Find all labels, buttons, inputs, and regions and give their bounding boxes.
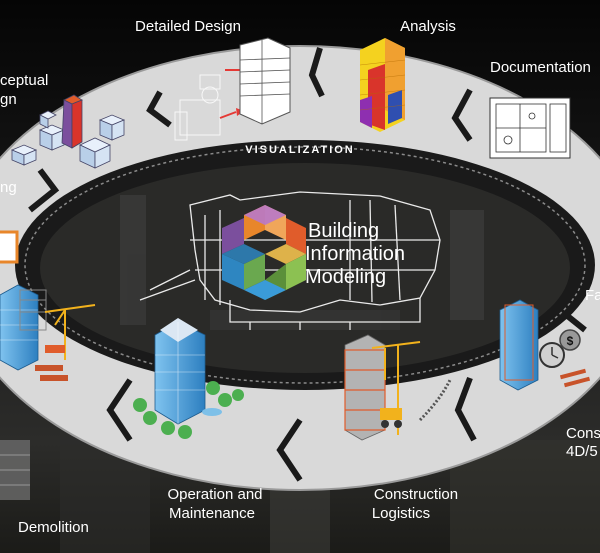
inner-city: [120, 195, 484, 330]
label-logistics-line2: Logistics: [372, 505, 430, 522]
label-analysis: Analysis: [400, 18, 456, 35]
left-stage-icon: [0, 230, 19, 264]
label-conceptual-design-line1: ceptual: [0, 72, 48, 89]
demolition-icon: [0, 440, 30, 500]
center-title-line3: Modeling: [305, 266, 386, 288]
construction-logistics-icon: [344, 334, 452, 441]
ring-caption: VISUALIZATION: [245, 144, 355, 156]
dollar-glyph: $: [567, 334, 574, 348]
cost-coin-icon: [559, 329, 581, 351]
construction-building-left-icon: [0, 284, 96, 381]
label-left-stage: ng: [0, 179, 17, 196]
bim-logo-icon: [222, 205, 306, 300]
label-fabrication: Fa: [585, 287, 600, 304]
label-construction-4d5d-line1: Cons: [566, 425, 600, 442]
label-logistics-line1: Construction: [374, 486, 458, 503]
analysis-model-icon: [359, 38, 406, 132]
label-operation-line1: Operation and: [167, 486, 262, 503]
center-title-line2: Information: [305, 243, 405, 265]
construction-4d5d-icon: $: [499, 299, 591, 391]
conceptual-massing-icon: [10, 94, 126, 169]
detailed-design-icon: [174, 37, 291, 141]
label-documentation: Documentation: [490, 59, 591, 76]
documentation-sheet-icon: [489, 97, 571, 159]
label-demolition: Demolition: [18, 519, 89, 536]
center-title-line1: Building: [308, 220, 379, 242]
label-construction-4d5d-line2: 4D/5: [566, 443, 598, 460]
inner-band-stitch: [24, 146, 586, 384]
label-detailed-design: Detailed Design: [135, 18, 241, 35]
operation-maintenance-icon: [133, 318, 244, 439]
label-operation-line2: Maintenance: [169, 505, 255, 522]
label-conceptual-design-line2: gn: [0, 91, 17, 108]
